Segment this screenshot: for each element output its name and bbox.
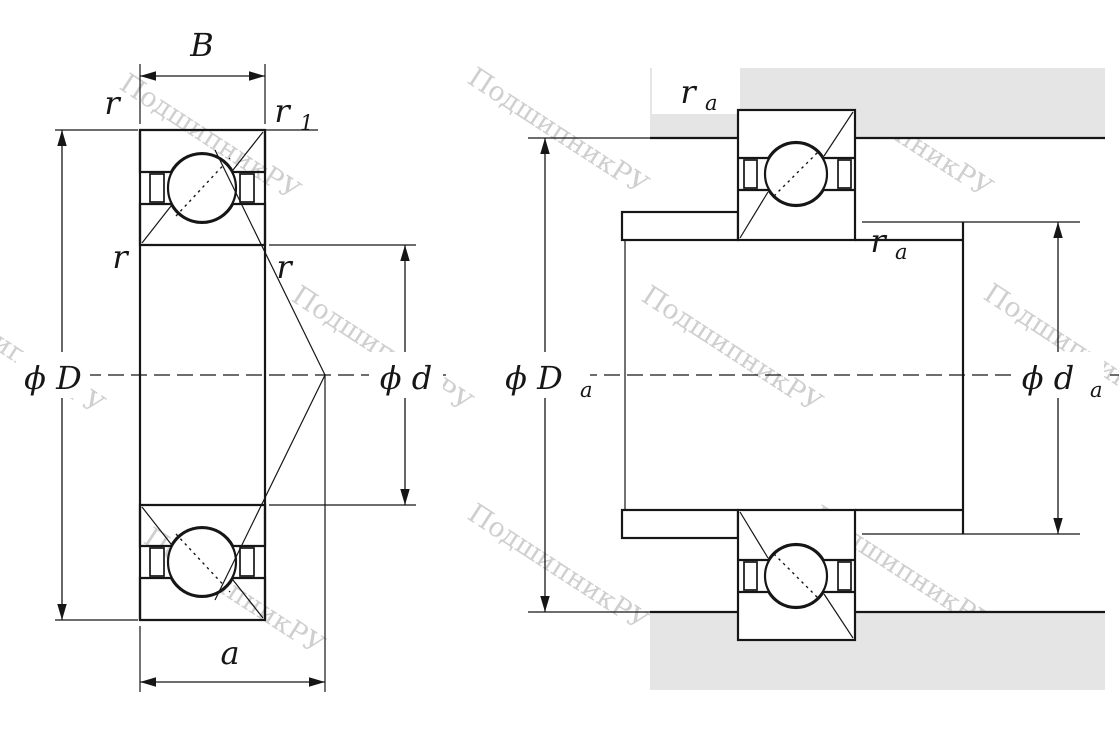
dimension-label-phi-d: ϕ d — [380, 359, 432, 397]
shoulder-edge — [823, 111, 854, 157]
dimension-label-phi-Da: ϕ D — [505, 359, 563, 397]
cage-left — [149, 547, 165, 577]
label-mask — [16, 352, 90, 398]
shoulder-edge — [141, 205, 172, 244]
watermark-text: ПодшипникРУ — [462, 498, 654, 638]
ra-label-box — [652, 68, 740, 114]
pressure-line-top — [214, 149, 326, 376]
watermark-text: ПодшипникРУ — [462, 62, 654, 202]
fillet-label-ra-top-subscript: a — [705, 91, 718, 115]
fillet-label-r-mid-left: r — [112, 238, 129, 276]
bearing-cross-section-view: B r r 1 r r ϕ D ϕ d a — [16, 26, 452, 692]
contact-angle-dotted-line — [773, 149, 821, 197]
contact-angle-dotted-line — [773, 553, 821, 601]
label-mask — [1012, 352, 1104, 398]
dimension-label-B: B — [189, 26, 214, 64]
mounting-view: ϕ D a ϕ d a r a r a — [492, 68, 1119, 690]
watermark-text: ПодшипникРУ — [0, 282, 110, 422]
label-mask — [492, 352, 590, 398]
bearing-section-mounted-bottom — [736, 508, 857, 642]
cage-right — [837, 561, 852, 591]
fillet-label-ra-top: r — [680, 73, 697, 111]
fillet-label-ra-mid-subscript: a — [895, 240, 908, 264]
pressure-line-bottom — [214, 374, 326, 601]
cage-right — [239, 173, 255, 203]
cage-left — [743, 561, 758, 591]
fillet-label-r-mid-right: r — [276, 248, 293, 286]
shoulder-edge — [739, 191, 769, 239]
fillet-label-ra-mid: r — [870, 222, 887, 260]
contact-angle-dotted-line — [175, 157, 231, 217]
dimension-label-phi-da: ϕ d — [1022, 359, 1074, 397]
fillet-label-r-top-left: r — [104, 84, 121, 122]
fillet-label-r1: r — [274, 92, 291, 130]
contact-angle-dotted-line — [175, 533, 231, 593]
bearing-section-mounted-top — [736, 108, 857, 242]
cage-right — [239, 547, 255, 577]
housing-block-bottom — [650, 612, 1105, 690]
shaft-spacer-top — [620, 210, 740, 242]
shoulder-edge — [141, 506, 172, 545]
watermark-text: ПодшипникРУ — [286, 280, 478, 420]
dimension-label-phi-da-subscript: a — [1090, 378, 1103, 402]
dimension-label-phi-D: ϕ D — [24, 359, 82, 397]
label-mask — [369, 352, 443, 398]
fillet-label-r1-subscript: 1 — [300, 111, 313, 135]
dimension-label-phi-Da-subscript: a — [580, 378, 593, 402]
shaft-spacer-bottom — [620, 508, 740, 540]
cage-left — [149, 173, 165, 203]
ball-bottom — [166, 526, 238, 598]
dimension-label-a: a — [220, 634, 239, 672]
cage-right — [837, 159, 852, 189]
shoulder-edge — [232, 131, 264, 171]
watermark-text: ПодшипникРУ — [636, 280, 828, 420]
cage-left — [743, 159, 758, 189]
shoulder-edge — [739, 511, 769, 559]
ball-top — [166, 152, 238, 224]
shoulder-edge — [232, 579, 264, 619]
shoulder-edge — [823, 593, 854, 639]
